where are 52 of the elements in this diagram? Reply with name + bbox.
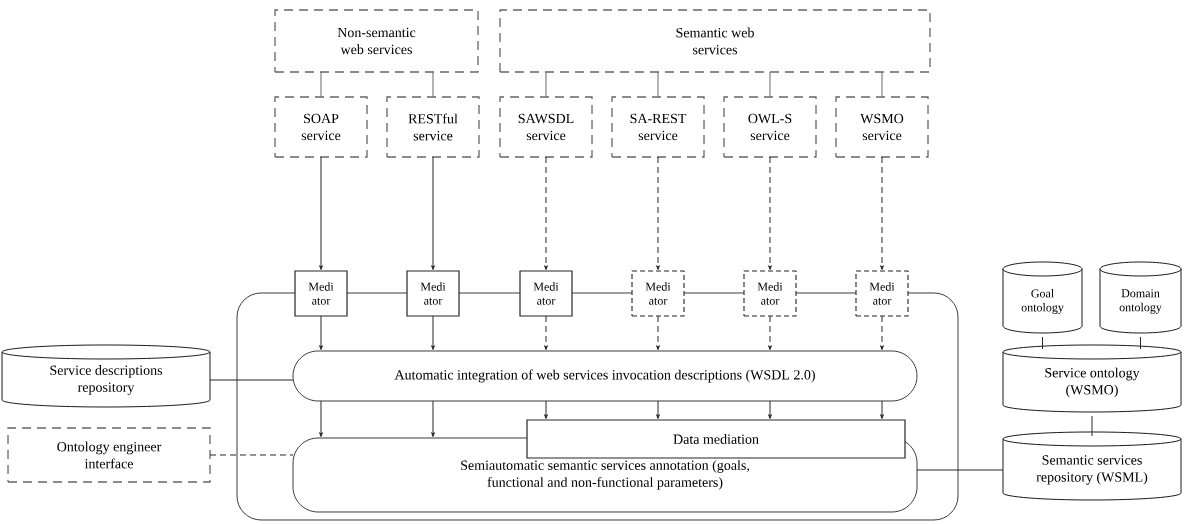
arrow [768,400,772,419]
ontology-cylinder: Goal ontology [1002,261,1083,334]
service-box: SAWSDL service [499,96,593,158]
mediator-box: Medi ator [294,270,348,317]
ontology-cylinder: Domain ontology [1099,261,1182,334]
arrow [656,400,660,419]
mediator-box: Medi ator [631,270,685,317]
ontology-cylinder: Service ontology (WSMO) [1002,344,1182,413]
arrow [656,315,660,350]
connector-line [545,71,547,98]
connector-line [1091,415,1093,437]
repository-cylinder: Service descriptions repository [1,344,211,408]
arrow [880,156,884,270]
process-pill: Automatic integration of web services invocation descriptions (WSDL 2.0) [292,350,918,402]
mediator-box: Medi ator [855,270,909,317]
connector-line [657,71,659,98]
arrow [431,400,435,437]
arrow [319,400,323,437]
arrow [880,315,884,350]
service-box: OWL-S service [723,96,817,158]
mediator-box: Medi ator [406,270,460,317]
service-box: WSMO service [835,96,929,158]
arrow [544,315,548,350]
arrow [768,156,772,270]
arrow [431,315,435,350]
service-box: SOAP service [274,96,368,158]
connector-line [1042,336,1043,350]
service-box: SA-REST service [611,96,705,158]
process-box: Data mediation [526,419,906,459]
arrow [319,315,323,350]
group-box: Non-semantic web services [274,9,479,73]
connector-line [209,454,294,456]
interface-box: Ontology engineer interface [7,427,211,483]
arrow [544,400,548,419]
connector-line [1140,336,1141,350]
arrow [656,156,660,270]
arrow [544,156,548,270]
connector-line [209,379,294,381]
mediator-box: Medi ator [519,270,573,317]
arrow [880,400,884,419]
repository-cylinder: Semantic services repository (WSML) [1002,431,1182,501]
arrow [768,315,772,350]
connector-line [881,71,883,98]
connector-line [432,71,434,98]
group-box: Semantic web services [499,9,931,73]
arrow [431,156,435,270]
connector-line [769,71,771,98]
connector-line [916,469,1004,471]
connector-line [320,71,322,98]
arrow [319,156,323,270]
mediator-box: Medi ator [743,270,797,317]
service-box: RESTful service [386,96,480,158]
